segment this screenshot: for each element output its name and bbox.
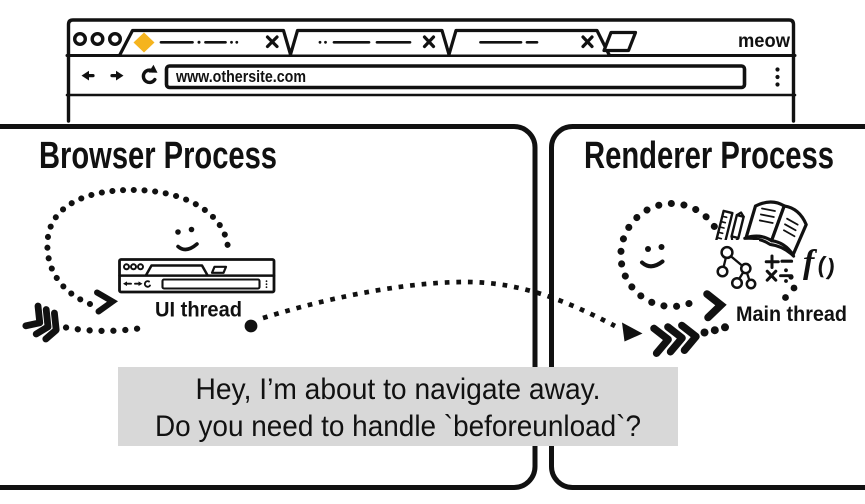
svg-text:www.othersite.com: www.othersite.com (175, 68, 306, 86)
svg-text:Renderer Process: Renderer Process (584, 135, 834, 177)
svg-text:f: f (803, 244, 818, 281)
svg-text:): ) (826, 253, 837, 280)
svg-text:Main thread: Main thread (736, 303, 847, 326)
svg-text:UI thread: UI thread (155, 299, 242, 322)
svg-text:Hey, I’m about to navigate awa: Hey, I’m about to navigate away. (196, 373, 601, 406)
svg-text:Do you need to handle `beforeu: Do you need to handle `beforeunload`? (155, 410, 641, 443)
svg-text:meow: meow (738, 31, 790, 52)
svg-text:Browser Process: Browser Process (39, 135, 277, 177)
svg-text:(: ( (816, 251, 828, 278)
